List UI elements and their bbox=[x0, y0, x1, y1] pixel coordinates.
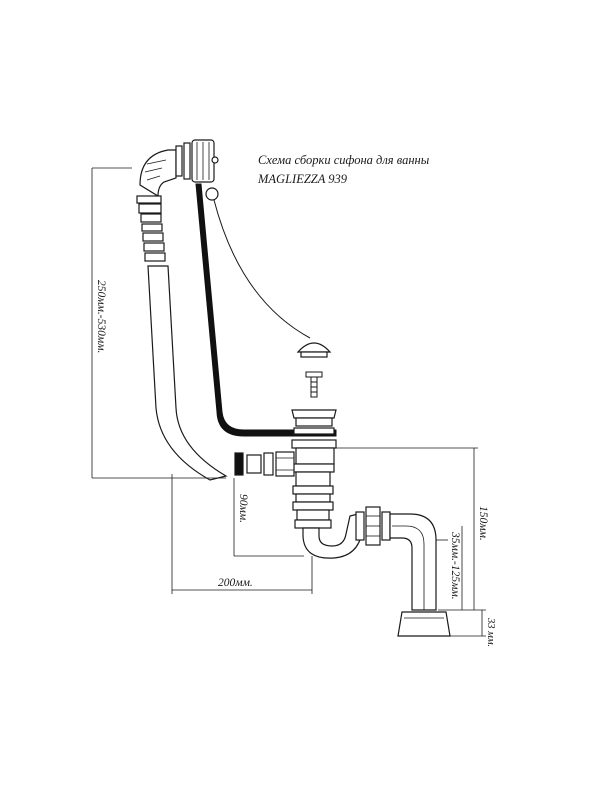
s-trap-bend bbox=[302, 513, 363, 559]
outlet-pipe-inner-line bbox=[392, 525, 425, 610]
dimension-outlet-range: 35мм.-125мм. bbox=[449, 531, 461, 600]
outlet-pipe bbox=[389, 513, 437, 611]
dimension-overflow-height: 250мм.-530мм. bbox=[95, 280, 107, 353]
drain-plug bbox=[296, 342, 332, 358]
outlet-nuts bbox=[355, 506, 391, 546]
dimension-outlet-base: 33 мм. bbox=[485, 617, 496, 647]
dimension-drain-offset: 90мм. bbox=[237, 494, 249, 523]
overflow-nut-stack bbox=[136, 195, 166, 262]
drain-grate-flange bbox=[291, 409, 337, 435]
overflow-connection-cable bbox=[195, 183, 337, 437]
dimension-total-height: 150мм. bbox=[477, 506, 489, 541]
outlet-cone-gasket bbox=[397, 611, 451, 637]
diagram-title: Схема сборки сифона для ванны bbox=[258, 153, 430, 167]
drain-screw bbox=[305, 371, 323, 398]
side-connector bbox=[234, 451, 295, 477]
plug-chain bbox=[213, 199, 311, 339]
overflow-elbow bbox=[139, 139, 219, 201]
dimension-horizontal-length: 200мм. bbox=[218, 577, 253, 589]
drain-body bbox=[291, 439, 337, 529]
dimension-lines bbox=[91, 167, 486, 637]
diagram-model-name: MAGLIEZZA 939 bbox=[258, 172, 348, 186]
overflow-hose bbox=[147, 265, 228, 481]
